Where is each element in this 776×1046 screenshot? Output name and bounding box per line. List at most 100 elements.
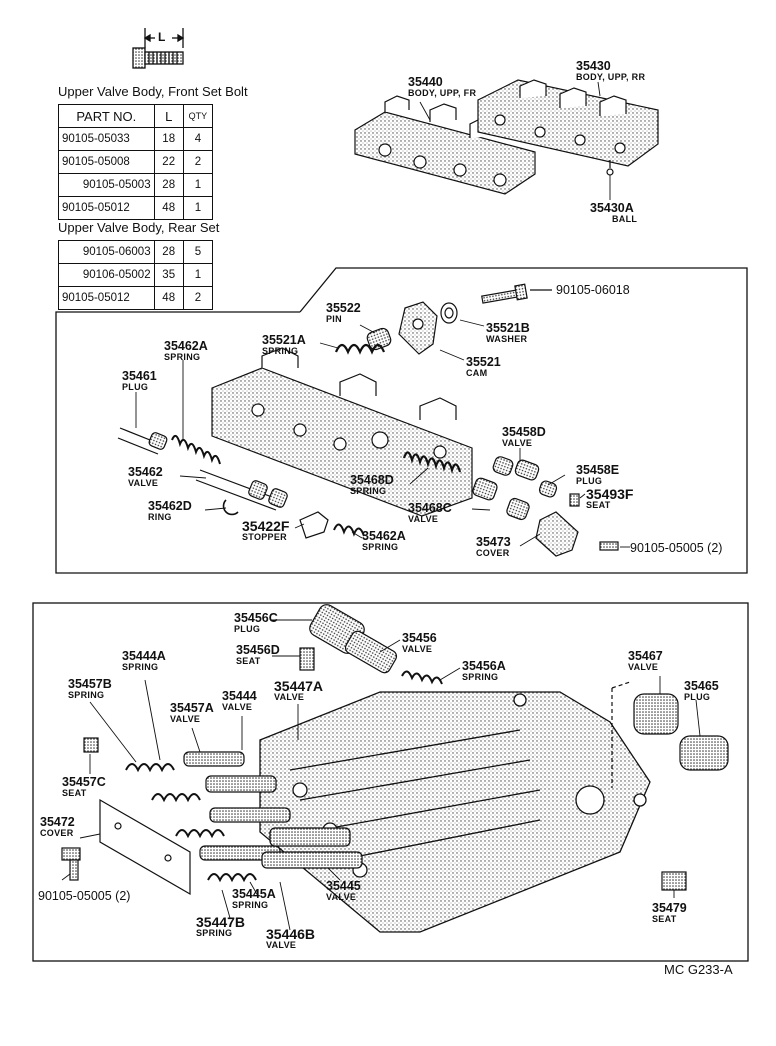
callout-number: 35440 [408, 75, 443, 89]
bolt-dimension-icon [132, 28, 185, 69]
valve-train-left [117, 427, 288, 516]
cam-plate [398, 301, 458, 355]
callout-desc: PIN [326, 314, 342, 324]
callout-number: 35444A [122, 649, 166, 663]
callout-desc: VALVE [502, 438, 533, 448]
callout-number: 35521 [466, 355, 501, 369]
callout-desc: SPRING [462, 672, 499, 682]
cell-part-no: 90105-05003 [58, 173, 155, 197]
callout-number: 35462 [128, 465, 163, 479]
seat-35479 [661, 871, 687, 891]
callout-number: 35447B [196, 914, 246, 930]
bolt-90105-06018 [481, 283, 552, 304]
callout-desc: SPRING [122, 662, 159, 672]
callout-number: 35521B [486, 321, 530, 335]
cell-part-no: 90105-05012 [58, 286, 155, 310]
valve-springs-left [125, 763, 257, 883]
callout-number: 35457B [68, 677, 112, 691]
callout-number: 35456 [402, 631, 437, 645]
cell-l: 22 [153, 150, 184, 174]
callout-number: 35467 [628, 649, 663, 663]
bottom-frame [32, 602, 749, 962]
cell-qty: 4 [182, 127, 214, 151]
callout-number: 35473 [476, 535, 511, 549]
table-row: 90105-05012 48 2 [58, 286, 214, 310]
cell-part-no: 90105-06003 [58, 240, 155, 264]
callout-desc: RING [148, 512, 172, 522]
callout-number: 90105-05005 (2) [630, 541, 723, 555]
callout-number: 35458E [576, 463, 620, 477]
cell-l: 35 [153, 263, 184, 287]
callout-desc: CAM [466, 368, 488, 378]
callout-desc: BODY, UPP, FR [408, 88, 477, 98]
callout-desc: VALVE [222, 702, 253, 712]
callout-desc: PLUG [684, 692, 711, 702]
callout-number: 35522 [326, 301, 361, 315]
callout-desc: WASHER [486, 334, 528, 344]
callout-number: 35493F [586, 486, 634, 502]
cell-l: 18 [153, 127, 184, 151]
callout-number: 35462A [362, 529, 406, 543]
callout-desc: COVER [476, 548, 510, 558]
callout-desc: SPRING [362, 542, 399, 552]
callout-number: 35465 [684, 679, 719, 693]
cell-qty: 1 [182, 196, 214, 220]
pin-and-spring [334, 327, 392, 355]
callout-desc: SPRING [262, 346, 299, 356]
cell-l: 48 [153, 196, 184, 220]
callout-number: 35457A [170, 701, 214, 715]
callout-desc: VALVE [628, 662, 659, 672]
header-l: L [153, 104, 184, 128]
callout-desc: SPRING [232, 900, 269, 910]
front-table-title: Upper Valve Body, Front Set Bolt [58, 84, 248, 99]
table-row: 90106-05002 35 1 [58, 263, 214, 287]
callout-number: 35444 [222, 689, 257, 703]
cell-qty: 1 [182, 173, 214, 197]
middle-frame [55, 267, 748, 574]
callout-number: 35479 [652, 901, 687, 915]
callout-desc: PLUG [122, 382, 149, 392]
callout-number: 35458D [502, 425, 546, 439]
callout-desc: VALVE [128, 478, 159, 488]
callout-desc: SEAT [236, 656, 261, 666]
callout-number: 35456A [462, 659, 506, 673]
callout-desc: SPRING [68, 690, 105, 700]
table-header-row: PART NO. L QTY [58, 104, 214, 128]
valve-train-top-bottom-section [299, 604, 443, 685]
header-qty: QTY [182, 104, 214, 128]
callout-number: 35430 [576, 59, 611, 73]
callout-number: 35462A [164, 339, 208, 353]
callout-number: 35447A [274, 678, 324, 694]
cover-35473 [535, 511, 619, 557]
callout-90105-05005-bottom: 90105-05005 (2) [38, 889, 131, 903]
callout-desc: VALVE [326, 892, 357, 902]
cell-part-no: 90105-05008 [58, 150, 155, 174]
cell-part-no: 90106-05002 [58, 263, 155, 287]
callout-desc: SEAT [62, 788, 87, 798]
upper-front-valve-body [354, 95, 536, 195]
callout-number: 35462D [148, 499, 192, 513]
callout-desc: SEAT [586, 500, 611, 510]
table-row: 90105-05003 28 1 [58, 173, 214, 197]
callout-number: 35468C [408, 501, 452, 515]
callout-number: 90105-05005 (2) [38, 889, 131, 903]
stopper-and-spring [299, 511, 365, 539]
callout-desc: VALVE [170, 714, 201, 724]
